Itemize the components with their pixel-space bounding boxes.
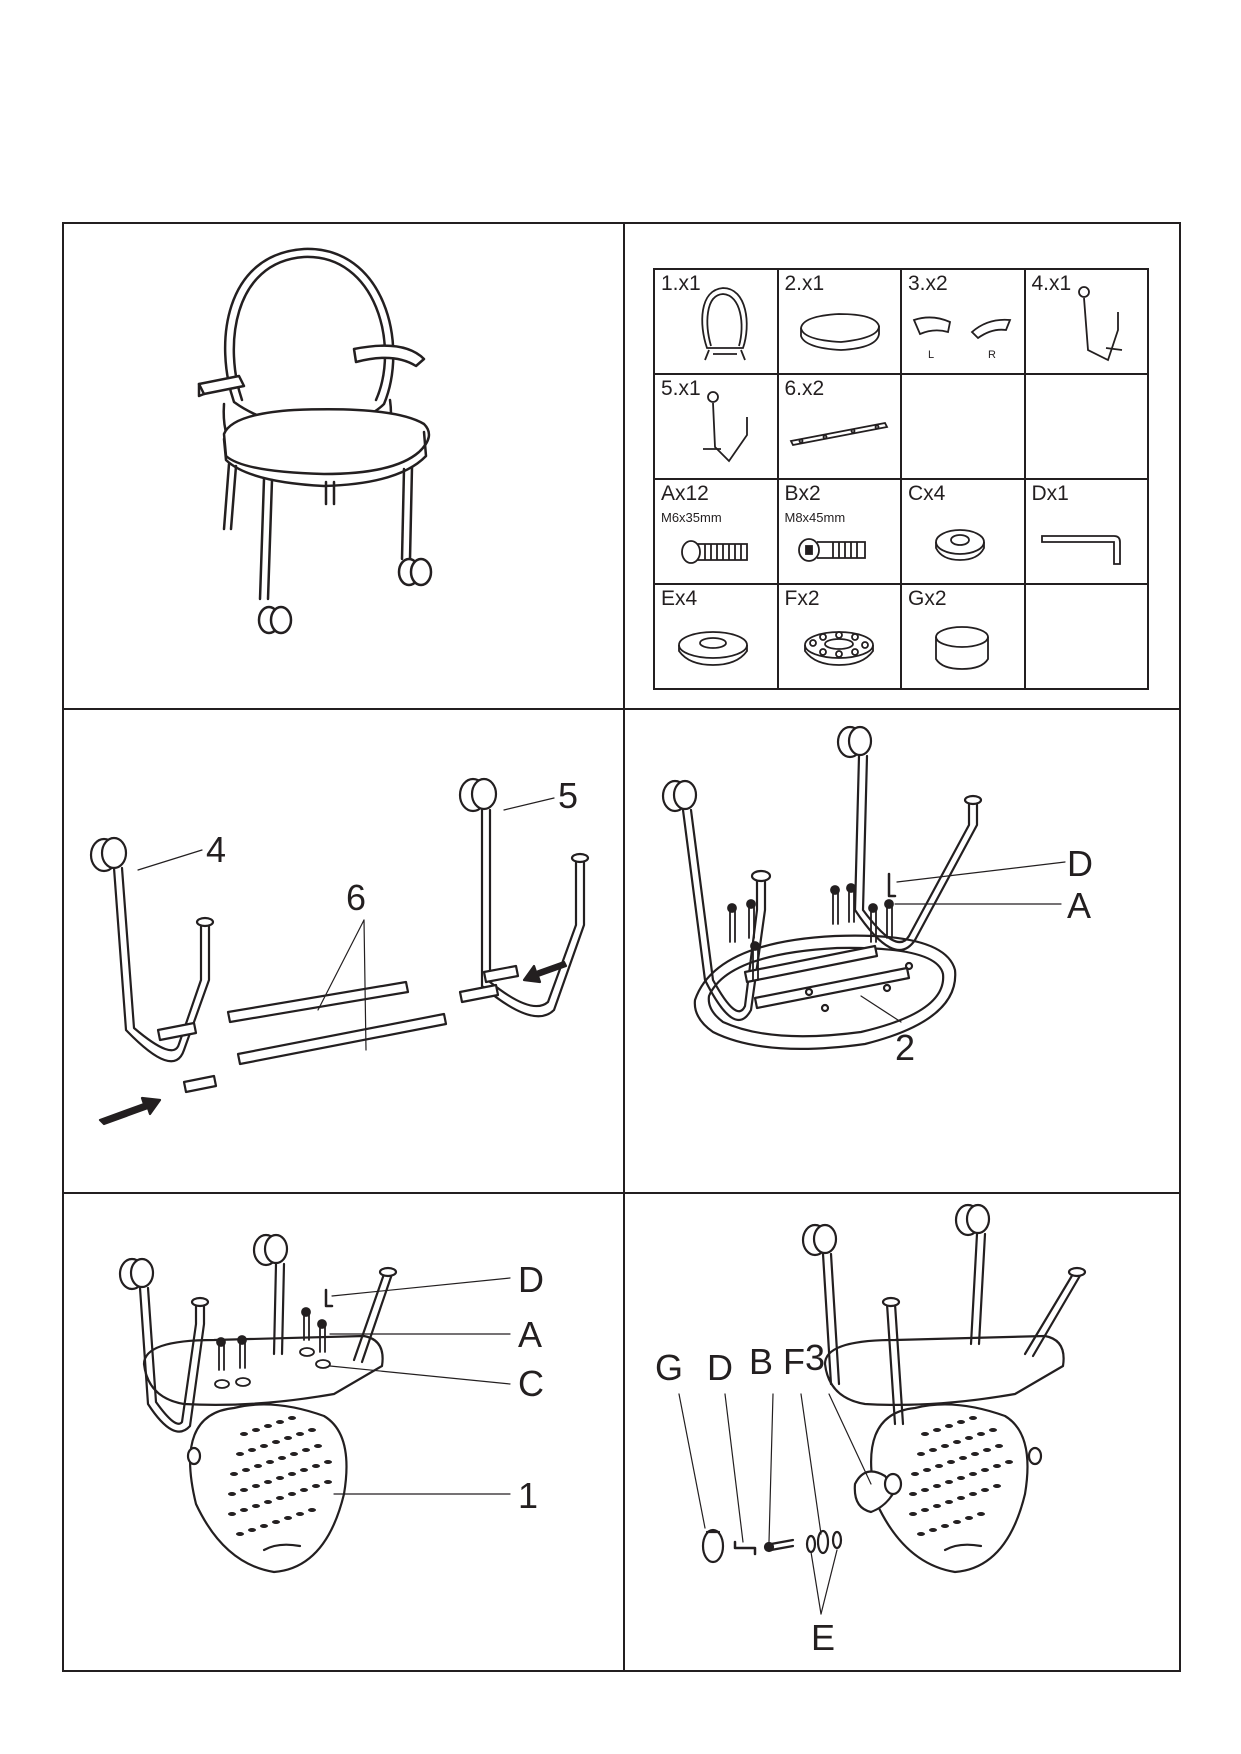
part-cell-empty [900,373,1026,480]
part-cell-empty [1023,373,1149,480]
parts-row: Ex4 Fx2 [653,583,1149,690]
leg-frame-left-icon [1077,286,1122,362]
callout-d: D [518,1259,544,1300]
callout-a: A [1067,885,1091,926]
callout-f: F [783,1341,805,1382]
assembled-chair-icon [197,247,433,635]
part-size: M6x35mm [661,510,722,525]
assembled-chair-panel [64,224,623,708]
callout-4: 4 [206,829,226,870]
part-cell-e: Ex4 [653,583,779,690]
part-label: 1.x1 [661,272,701,295]
part-label: Cx4 [908,482,946,505]
part-size: M8x45mm [784,510,846,525]
part-label: Dx1 [1031,482,1069,505]
screw-a-icon [681,540,748,564]
allen-key-icon [1040,535,1121,565]
part-label: 4.x1 [1031,272,1072,295]
callout-2: 2 [895,1027,915,1068]
part-label: 5.x1 [661,377,701,400]
step3-illustration: D A C 1 [118,1233,544,1574]
part-label: Fx2 [784,587,820,610]
part-cell-2: 2.x1 [776,268,902,375]
part-cell-a: Ax12 M6x35mm [653,478,779,585]
parts-list-panel: 1.x1 2.x1 3.x2 [625,224,1181,708]
step1-illustration: 4 5 6 [89,775,590,1126]
washer-e-icon [678,631,748,666]
part-cell-f: Fx2 [776,583,902,690]
part-cell-c: Cx4 [900,478,1026,585]
backrest-icon [701,287,748,361]
bracket-bar-icon [789,421,888,447]
parts-row: 5.x1 6.x2 [653,373,1149,480]
step1-panel: 4 5 6 [64,710,623,1192]
callout-c: C [518,1363,544,1404]
part-label: Ex4 [661,587,698,610]
callout-5: 5 [558,775,578,816]
leg-frame-right-icon [703,391,748,463]
step4-panel: G D B F 3 E [625,1194,1181,1672]
parts-row: 1.x1 2.x1 3.x2 [653,268,1149,375]
washer-c-icon [935,529,985,561]
panel-divider-vertical [623,224,625,1670]
part-cell-3: 3.x2 L R [900,268,1026,375]
callout-d: D [1067,843,1093,884]
part-label: 3.x2 [908,272,948,295]
part-cell-d: Dx1 [1023,478,1149,585]
armrest-pair-icon: L R [912,316,1012,361]
callout-d: D [707,1347,733,1388]
part-label: Gx2 [908,587,947,610]
armrest-right-mark: R [988,349,996,361]
step3-panel: D A C 1 [64,1194,623,1672]
part-cell-4: 4.x1 [1023,268,1149,375]
end-cap-icon [935,626,989,670]
part-cell-empty [1023,583,1149,690]
bolt-b-icon [797,538,866,562]
part-cell-5: 5.x1 [653,373,779,480]
callout-b: B [749,1341,773,1382]
panel-divider-row1 [64,708,1179,710]
armrest-left-mark: L [928,349,934,361]
step4-illustration: G D B F 3 E [655,1203,1087,1658]
panel-divider-row2 [64,1192,1179,1194]
callout-g: G [655,1347,683,1388]
assembly-sheet: 1.x1 2.x1 3.x2 [62,222,1181,1672]
bearing-plate-icon [803,631,874,666]
part-label: Bx2 [784,482,821,505]
part-cell-b: Bx2 M8x45mm [776,478,902,585]
callout-3: 3 [805,1337,825,1378]
part-label: Ax12 [661,482,709,505]
callout-1: 1 [518,1475,538,1516]
callout-6: 6 [346,877,366,918]
callout-a: A [518,1314,542,1355]
step2-illustration: D A 2 [661,725,1093,1068]
part-label: 6.x2 [784,377,825,400]
part-cell-1: 1.x1 [653,268,779,375]
part-cell-6: 6.x2 [776,373,902,480]
seat-cushion-icon [799,313,880,351]
step2-panel: D A 2 [625,710,1181,1192]
parts-table: 1.x1 2.x1 3.x2 [653,268,1149,690]
parts-row: Ax12 M6x35mm Bx2 M8x45mm [653,478,1149,585]
part-cell-g: Gx2 [900,583,1026,690]
callout-e: E [811,1617,835,1658]
part-label: 2.x1 [784,272,825,295]
